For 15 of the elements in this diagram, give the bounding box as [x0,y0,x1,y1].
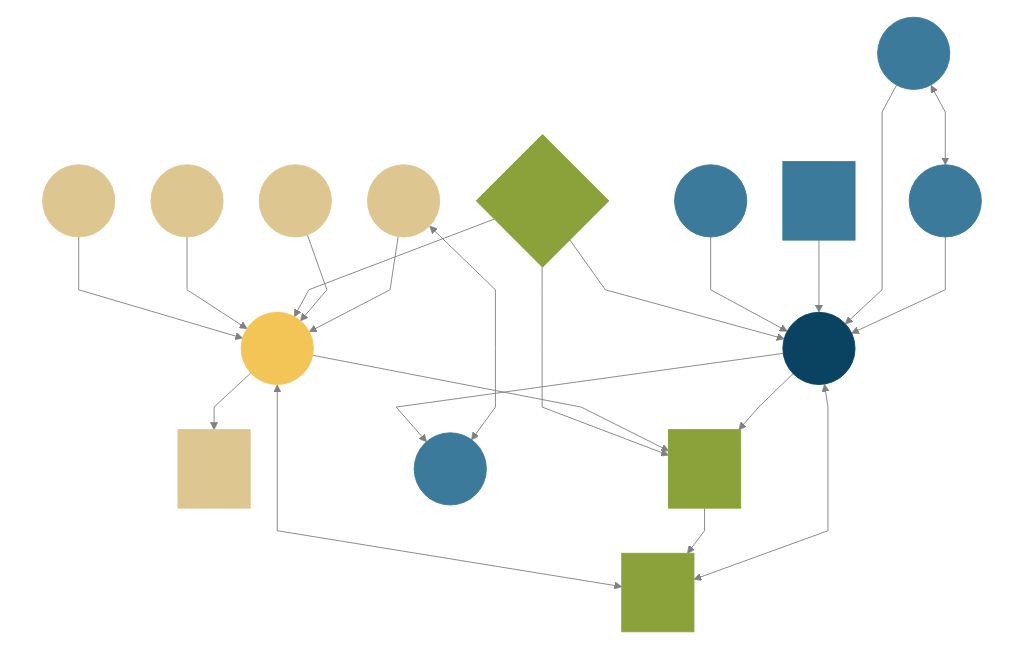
node-box [177,429,251,509]
node-circle [240,311,314,385]
node-diamond [475,134,610,268]
node-circle [258,164,332,238]
node-box [668,429,742,509]
node-box [621,552,695,633]
node-circle [42,164,116,238]
node-circle [877,16,951,90]
node-circle [367,164,441,238]
node-circle [413,432,487,506]
node-circle [150,164,224,238]
node-circle [782,311,856,385]
node-circle [674,164,748,238]
node-box [782,161,856,241]
node-circle [908,164,982,238]
